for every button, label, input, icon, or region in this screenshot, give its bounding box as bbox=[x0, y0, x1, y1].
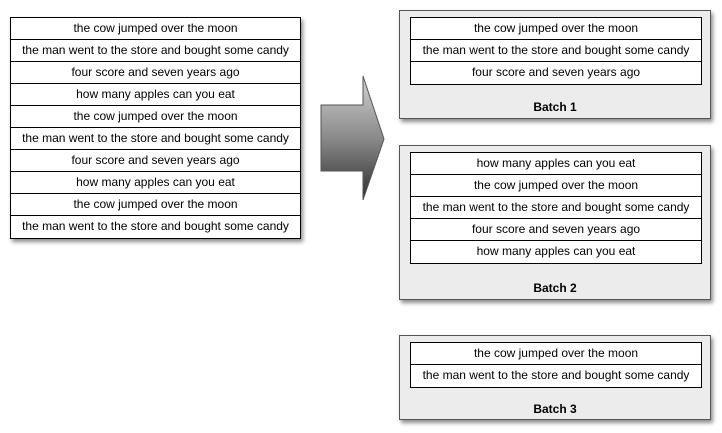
right-arrow-icon bbox=[320, 75, 385, 201]
batch-item: four score and seven years ago bbox=[411, 219, 701, 241]
arrow-shape bbox=[320, 75, 385, 201]
batch-item: the man went to the store and bought som… bbox=[422, 368, 690, 382]
batch-3-list: the cow jumped over the moon the man went… bbox=[410, 342, 702, 388]
batch-3: the cow jumped over the moon the man went… bbox=[399, 335, 711, 420]
list-item: how many apples can you eat bbox=[11, 84, 300, 106]
list-item: the cow jumped over the moon bbox=[11, 18, 300, 40]
list-item: the man went to the store and bought som… bbox=[22, 219, 289, 233]
list-item: the cow jumped over the moon bbox=[11, 106, 300, 128]
batch-item: the man went to the store and bought som… bbox=[411, 40, 701, 62]
list-item: four score and seven years ago bbox=[11, 150, 300, 172]
batch-3-label: Batch 3 bbox=[533, 402, 577, 416]
batch-item: four score and seven years ago bbox=[471, 65, 641, 79]
batch-item: the man went to the store and bought som… bbox=[411, 197, 701, 219]
list-item: how many apples can you eat bbox=[11, 172, 300, 194]
batch-item: the cow jumped over the moon bbox=[411, 175, 701, 197]
batch-item: how many apples can you eat bbox=[476, 244, 636, 258]
list-item: the man went to the store and bought som… bbox=[11, 128, 300, 150]
batch-1-label: Batch 1 bbox=[533, 100, 577, 114]
list-item: the cow jumped over the moon bbox=[11, 194, 300, 216]
batch-2-label: Batch 2 bbox=[533, 281, 577, 295]
list-item: the man went to the store and bought som… bbox=[11, 40, 300, 62]
batch-item: the cow jumped over the moon bbox=[411, 343, 701, 365]
batch-item: the cow jumped over the moon bbox=[411, 18, 701, 40]
list-item: four score and seven years ago bbox=[11, 62, 300, 84]
batch-item: how many apples can you eat bbox=[411, 153, 701, 175]
